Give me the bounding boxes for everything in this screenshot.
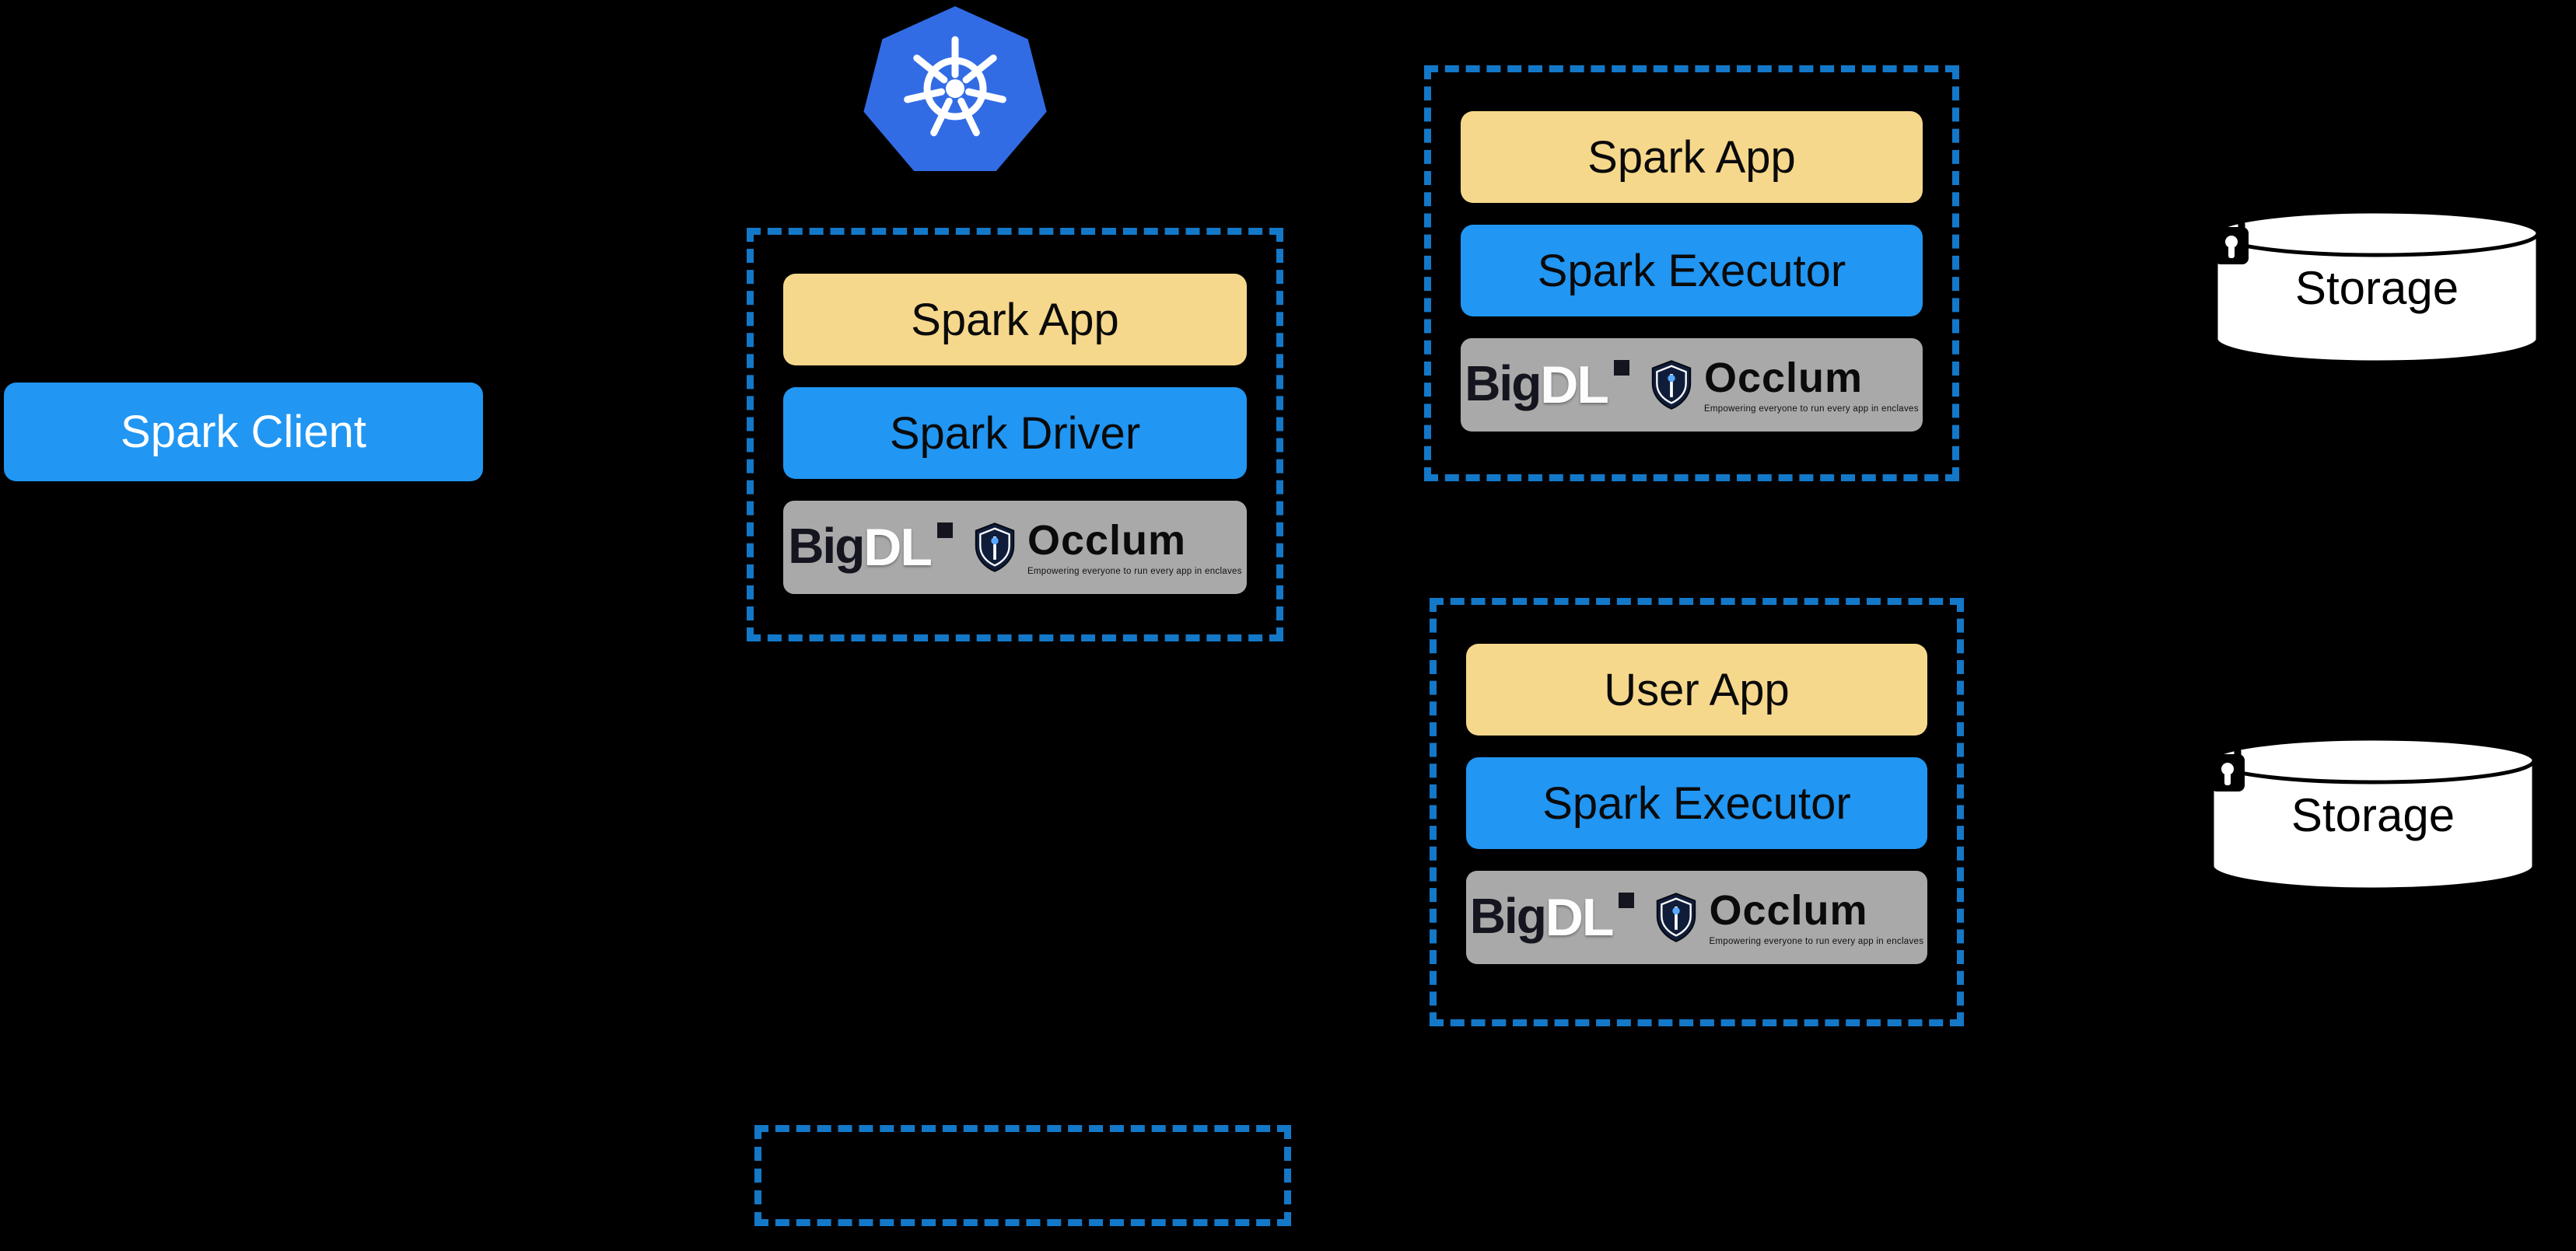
spark-driver-label: Spark Driver [889,407,1141,459]
bigdl-dl-text: DL [1540,355,1609,414]
database-cylinder-icon [2214,209,2540,365]
spark-client-label: Spark Client [121,407,366,457]
driver-pod: Spark App Spark Driver Big DL Occlum [747,228,1283,641]
occlum-name-text: Occlum [1703,354,1864,401]
occlum-text: Occlum Empowering everyone to run every … [1709,889,1923,946]
spark-executor-label: Spark Executor [1542,778,1851,829]
occlum-text: Occlum Empowering everyone to run every … [1027,519,1242,576]
storage-label: Storage [2294,262,2459,314]
occlum-tagline-text: Empowering everyone to run every app in … [1703,404,1919,414]
bigdl-occlum-logo: Big DL Occlum Empowering everyone to run… [1461,338,1923,432]
empty-dashed-box [754,1125,1291,1226]
executor-pod-top: Spark App Spark Executor Big DL Occlum [1424,65,1959,481]
bigdl-big-text: Big [1469,888,1547,944]
spark-app-label: Spark App [911,294,1119,345]
bigdl-dl-text: DL [863,518,933,577]
storage-bottom: Storage [2205,736,2541,895]
occlum-text: Occlum Empowering everyone to run every … [1704,357,1919,414]
occlum-name-text: Occlum [1709,886,1868,934]
spark-app-node: Spark App [1461,111,1923,203]
bigdl-mark-square [1619,893,1635,908]
spark-executor-node: Spark Executor [1461,225,1923,316]
user-app-node: User App [1466,644,1927,736]
occlum-logo: Occlum Empowering everyone to run every … [1650,357,1919,414]
spark-app-node: Spark App [783,274,1247,365]
bigdl-logo: Big DL [1465,358,1629,411]
bigdl-occlum-logo: Big DL Occlum Empowering everyone to run… [1466,871,1927,964]
bigdl-logo: Big DL [1470,891,1635,944]
bigdl-logo: Big DL [788,521,953,574]
user-app-label: User App [1604,664,1790,715]
shield-icon [1657,893,1696,942]
bigdl-big-text: Big [788,518,865,574]
shield-icon [1651,360,1692,410]
occlum-tagline-text: Empowering everyone to run every app in … [1027,566,1242,576]
database-cylinder-icon [2210,736,2536,892]
occlum-logo: Occlum Empowering everyone to run every … [973,519,1242,576]
occlum-tagline-text: Empowering everyone to run every app in … [1709,936,1924,946]
shield-icon [975,522,1015,572]
kubernetes-icon [863,6,1047,171]
bigdl-mark-square [1613,360,1629,376]
spark-executor-label: Spark Executor [1537,245,1846,296]
bigdl-occlum-logo: Big DL Occlum Empowering everyone to run… [783,501,1247,594]
lock-icon [2210,738,2245,791]
lock-icon [2214,211,2249,264]
occlum-name-text: Occlum [1027,516,1187,564]
storage-label: Storage [2291,789,2455,841]
bigdl-big-text: Big [1465,355,1542,411]
spark-executor-node: Spark Executor [1466,757,1927,849]
occlum-logo: Occlum Empowering everyone to run every … [1654,889,1923,946]
storage-top: Storage [2209,208,2545,368]
bigdl-mark-square [936,522,953,538]
ship-wheel-icon [904,36,1006,137]
executor-pod-bottom: User App Spark Executor Big DL Occlum [1430,598,1964,1026]
spark-client-node: Spark Client [4,383,483,481]
spark-driver-node: Spark Driver [783,387,1247,479]
spark-app-label: Spark App [1587,131,1796,183]
bigdl-dl-text: DL [1545,888,1615,947]
